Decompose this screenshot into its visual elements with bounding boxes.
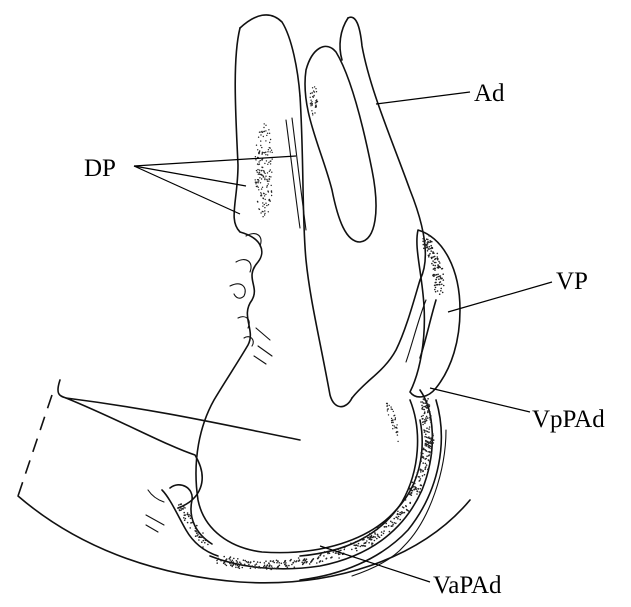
label-vp: VP [556,268,588,295]
left-lobe-outline [196,15,422,553]
label-vppad: VpPAd [532,406,605,433]
basal-outline [18,380,470,583]
label-vapad: VaPAd [433,572,502,599]
middle-process-outline [305,46,376,242]
label-dp: DP [84,155,116,182]
basal-hook [146,485,218,556]
labels: DP Ad VP VpPAd VaPAd [84,80,605,599]
label-ad: Ad [474,80,505,107]
leader-lines [134,92,552,582]
ventral-sheath [210,390,446,580]
denticles [230,234,272,364]
ventral-process [406,230,460,397]
